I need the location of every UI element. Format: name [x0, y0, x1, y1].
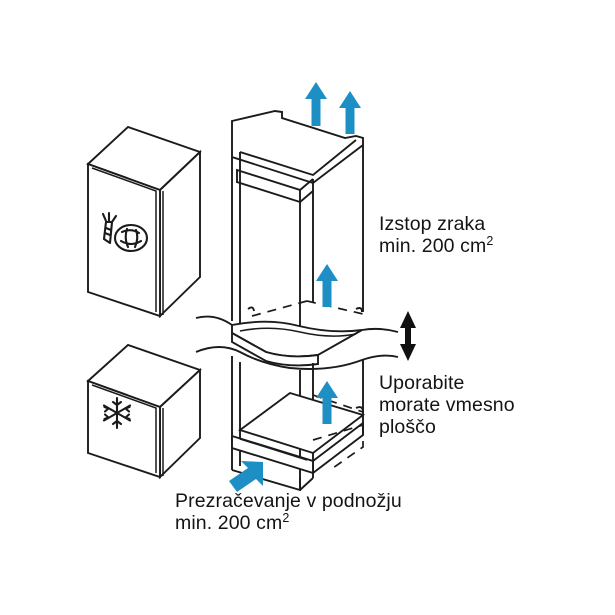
intermediate-shelf-line3: ploščo — [379, 416, 436, 438]
arrow-top-outlet-left — [305, 82, 327, 126]
intermediate-shelf-plate — [231, 300, 364, 367]
lower-rear-corner-tick — [355, 406, 364, 413]
air-outlet-line2-sup: 2 — [486, 234, 493, 248]
intermediate-shelf-line1: Uporabite — [379, 372, 464, 394]
caption-base-ventilation: Prezračevanje v podnožju min. 200 cm2 — [175, 490, 402, 534]
vegetables-icon — [101, 211, 149, 253]
shelf-left-corner-tick — [247, 306, 255, 312]
caption-intermediate-shelf: Uporabite morate vmesno ploščo — [379, 372, 515, 438]
shelf-scribe-line — [239, 327, 357, 337]
arrow-shelf-spacing — [400, 311, 416, 361]
freezer-door-face — [87, 379, 161, 479]
base-ventilation-line2: min. 200 cm2 — [175, 511, 289, 534]
shelf-front-thickness — [231, 331, 319, 367]
shelf-rear-hidden-edge-left — [251, 300, 308, 317]
base-ventilation-line2-sup: 2 — [282, 511, 289, 525]
cabinet-base-rail-scribe — [239, 438, 308, 461]
break-line-upper-left — [195, 315, 233, 326]
freezer-door-seam — [91, 384, 157, 473]
lower-hidden-edge-mid — [312, 424, 364, 441]
freezer-appliance — [86, 343, 202, 480]
shelf-rear-hidden-edge — [306, 300, 364, 315]
shelf-rear-corner-tick — [355, 307, 363, 313]
base-ventilation-line1: Prezračevanje v podnožju — [175, 490, 402, 512]
arrow-top-outlet-right — [339, 91, 361, 134]
cabinet-base-surface — [237, 391, 366, 455]
housing-cabinet — [195, 110, 399, 492]
air-outlet-line2: min. 200 cm2 — [379, 234, 493, 257]
air-outlet-line2-prefix: min. 200 cm — [379, 235, 486, 257]
cabinet-top-rim — [231, 110, 364, 185]
cabinet-plinth-bottom-right — [299, 477, 314, 491]
lower-hidden-edge-back — [329, 425, 364, 471]
base-ventilation-line2-prefix: min. 200 cm — [175, 512, 282, 534]
airflow-arrows — [229, 82, 361, 492]
cabinet-top-inner-edge — [239, 139, 357, 177]
break-line-upper-right — [361, 327, 399, 333]
caption-air-outlet: Izstop zraka min. 200 cm2 — [379, 213, 493, 257]
snowflake-icon — [102, 396, 132, 430]
arrow-lower-cavity — [316, 381, 338, 424]
refrigerator-door-face — [87, 162, 161, 318]
refrigerator-appliance — [86, 125, 202, 319]
break-line-lower — [195, 346, 399, 370]
arrow-upper-cavity — [316, 264, 338, 307]
air-outlet-line1: Izstop zraka — [379, 213, 485, 235]
arrow-base-inlet — [229, 461, 263, 492]
intermediate-shelf-line2: morate vmesno — [379, 394, 515, 416]
refrigerator-door-seam — [91, 167, 157, 312]
